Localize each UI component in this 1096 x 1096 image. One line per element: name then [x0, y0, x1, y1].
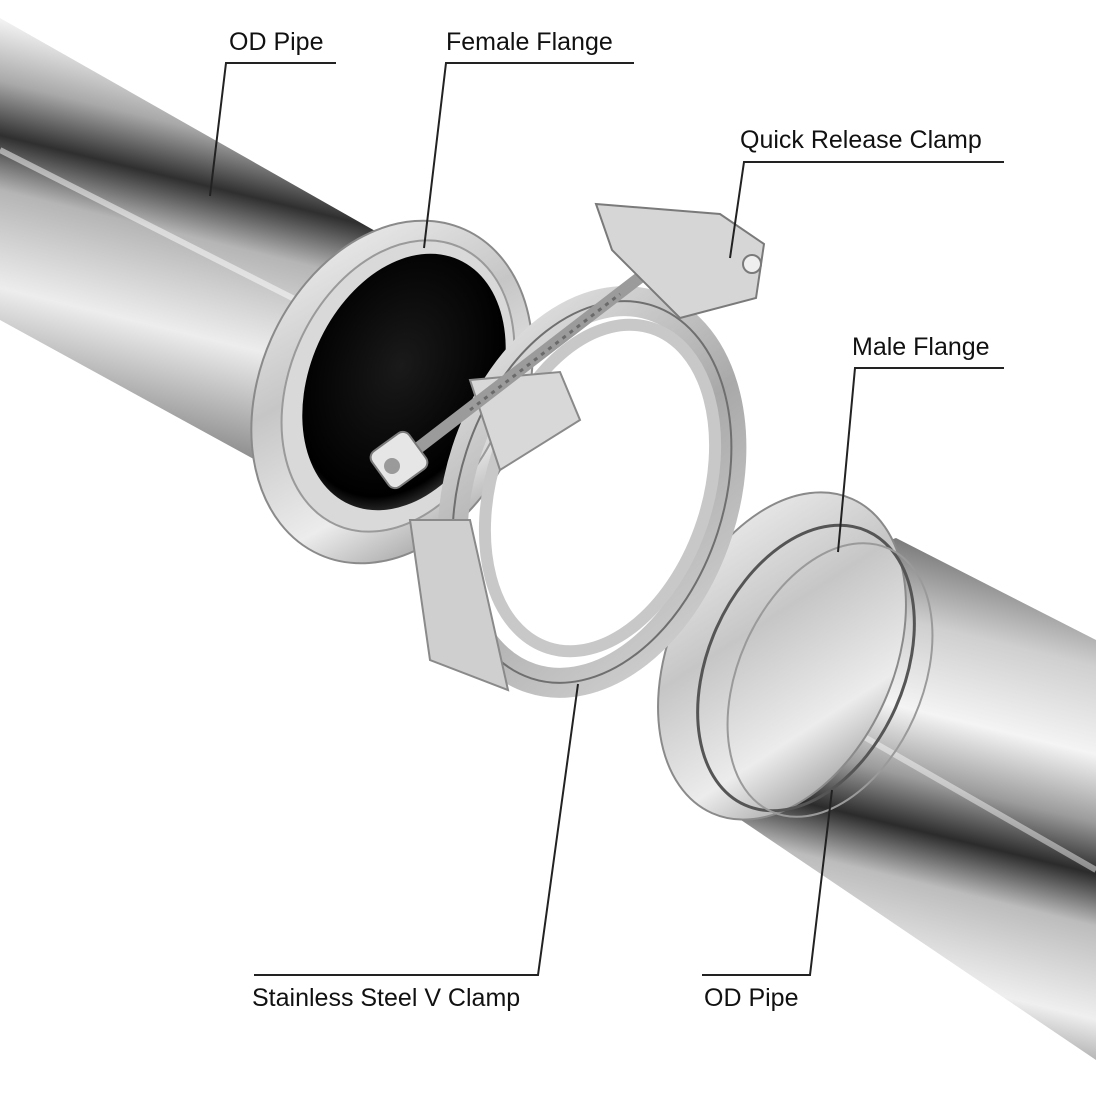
- leader-od-pipe-right: [702, 789, 833, 976]
- v-clamp: [408, 286, 747, 698]
- leader-female-flange: [423, 62, 634, 249]
- label-od-pipe-right: OD Pipe: [704, 984, 799, 1012]
- label-v-clamp: Stainless Steel V Clamp: [252, 984, 521, 1012]
- label-male-flange: Male Flange: [852, 333, 990, 361]
- label-quick-release-clamp: Quick Release Clamp: [740, 126, 982, 154]
- leader-od-pipe-left: [209, 62, 336, 197]
- male-flange: [657, 491, 934, 821]
- quick-release-clamp: [369, 202, 766, 490]
- leader-quick-release-clamp: [729, 161, 1004, 259]
- label-female-flange: Female Flange: [446, 28, 613, 56]
- label-od-pipe-left: OD Pipe: [229, 28, 324, 56]
- leader-v-clamp: [254, 683, 579, 976]
- leader-lines: [209, 62, 1004, 976]
- leader-male-flange: [837, 367, 1004, 553]
